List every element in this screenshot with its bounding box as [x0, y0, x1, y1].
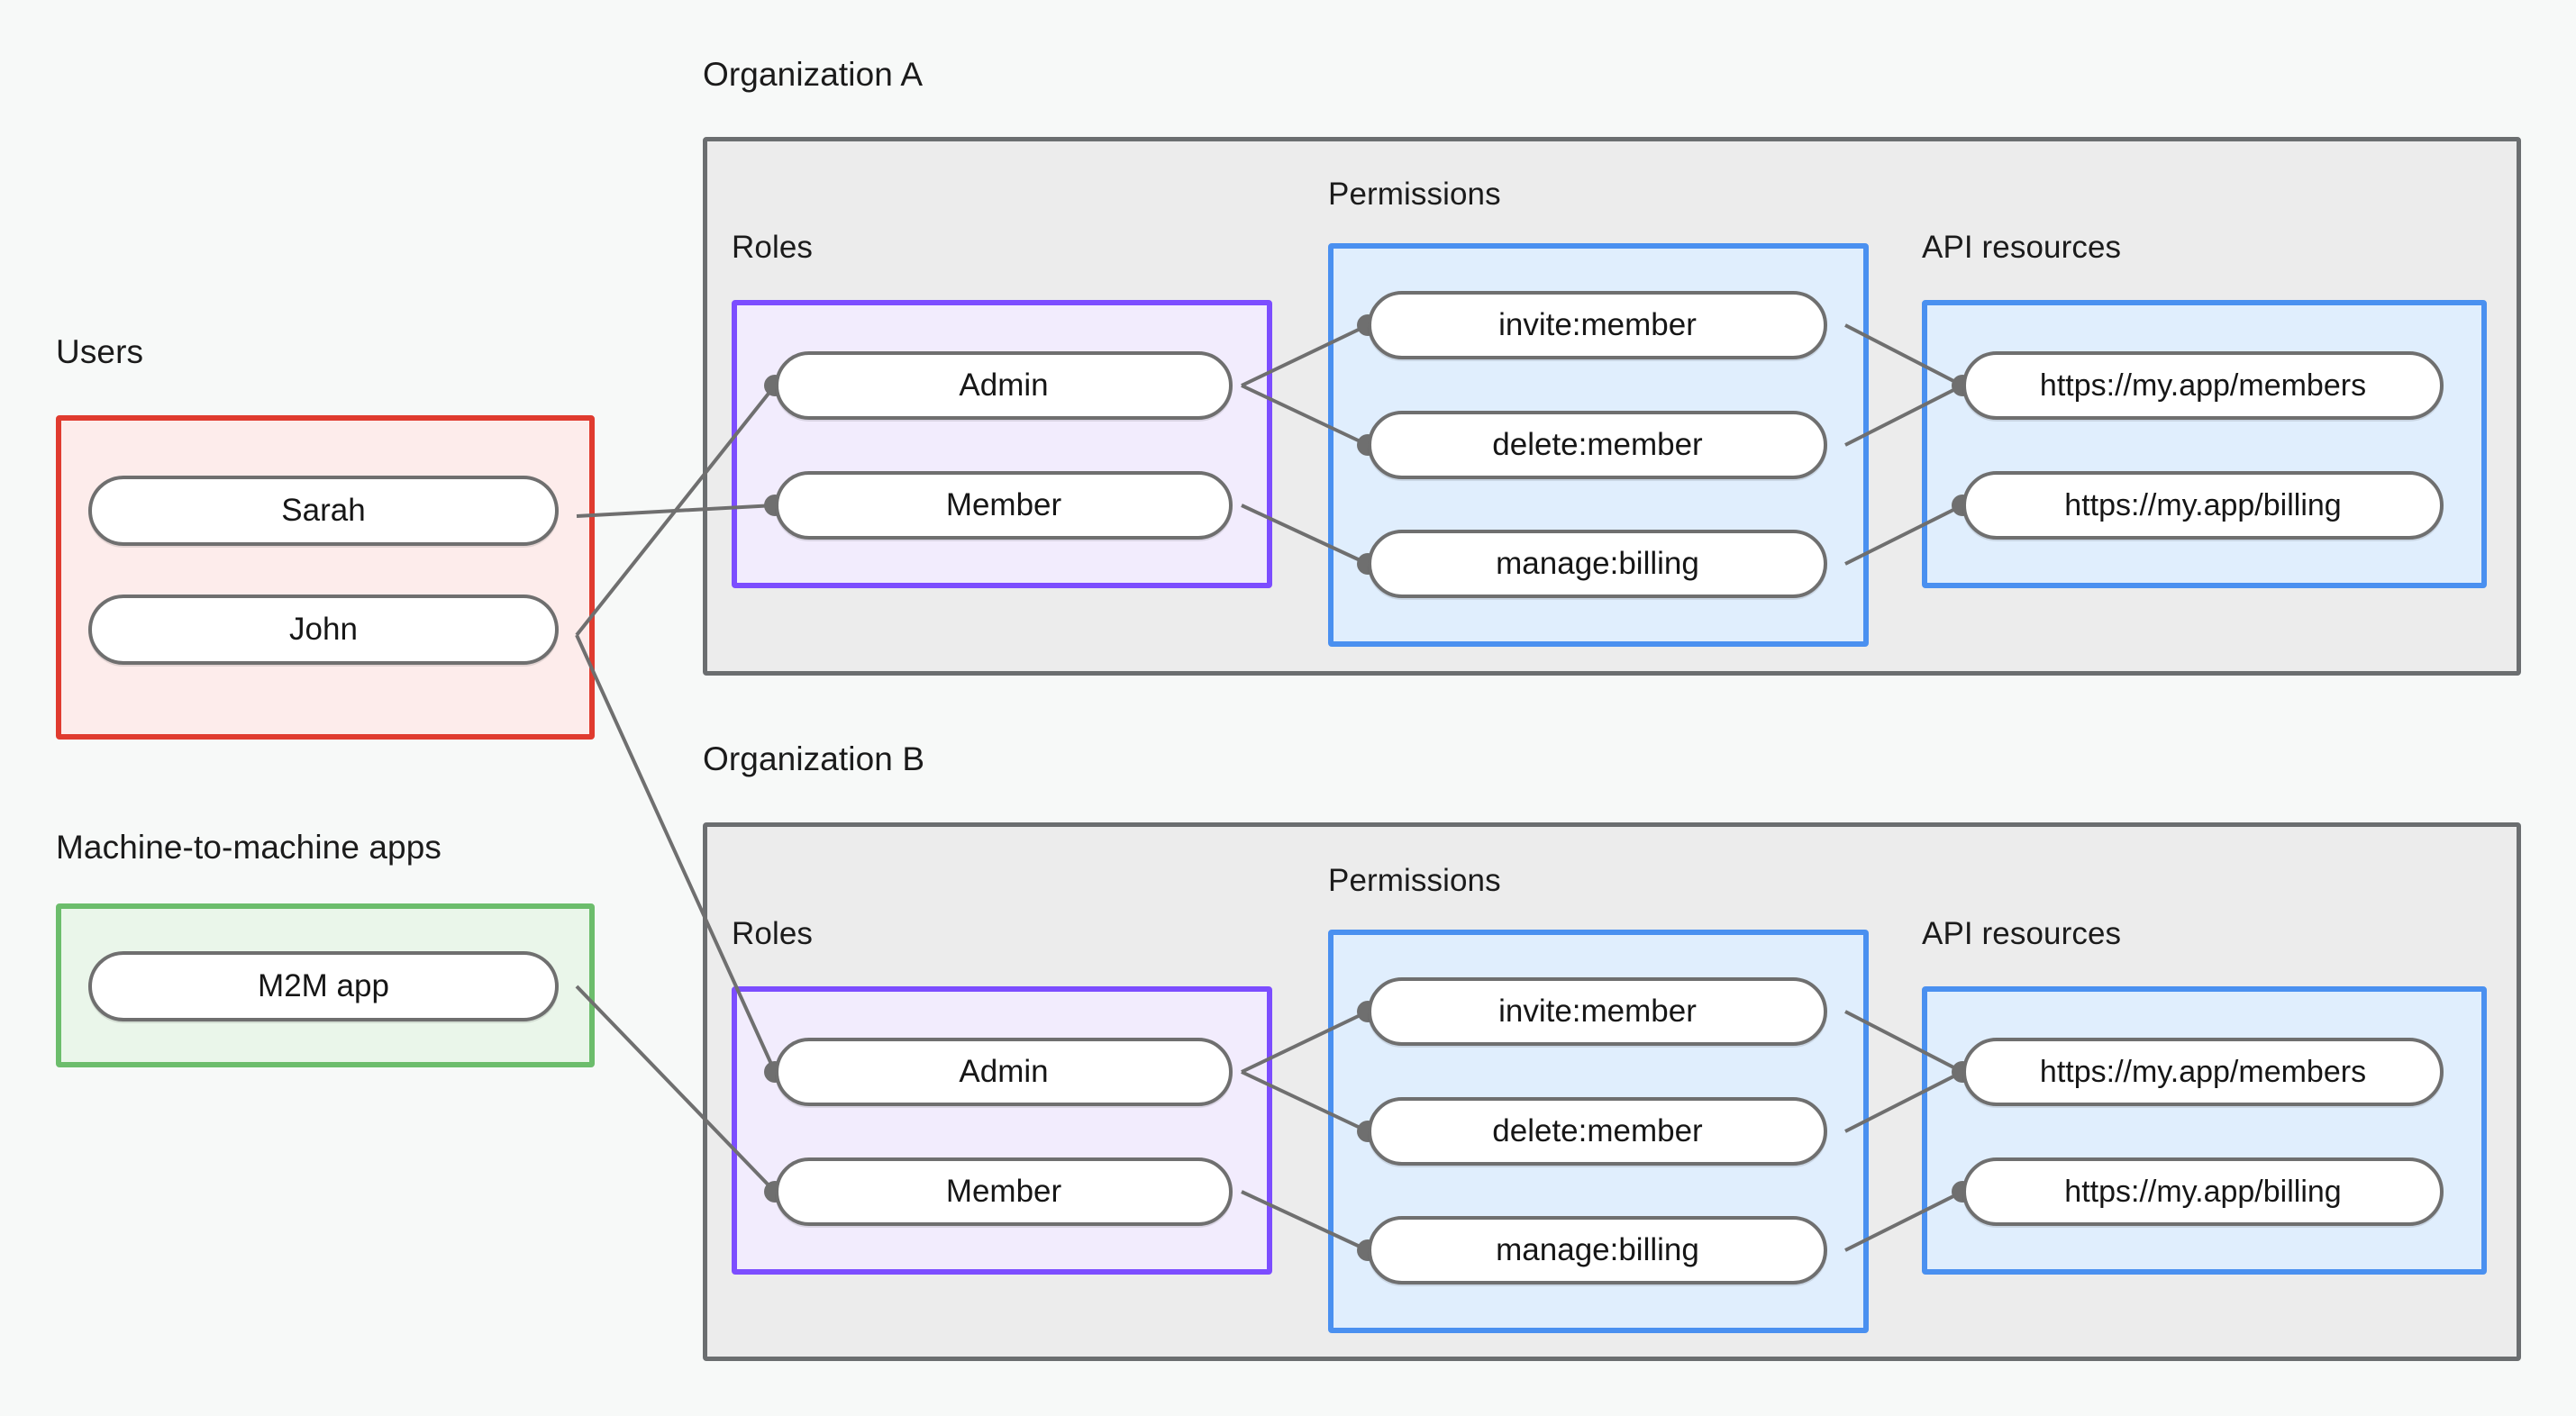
user-node-john[interactable]: John	[88, 595, 559, 665]
orgB-api-resources-label: API resources	[1922, 916, 2122, 951]
orgB-permission-delete-member[interactable]: delete:member	[1368, 1097, 1827, 1166]
orgA-permissions-label: Permissions	[1328, 177, 1501, 212]
orgB-api-resource-billing[interactable]: https://my.app/billing	[1962, 1157, 2444, 1226]
orgB-permissions-label: Permissions	[1328, 863, 1501, 898]
orgB-roles-box	[732, 986, 1272, 1275]
users-group-box	[56, 415, 595, 740]
users-group-label: Users	[56, 333, 144, 370]
orgB-permission-manage-billing[interactable]: manage:billing	[1368, 1216, 1827, 1284]
orgB-permission-invite-member[interactable]: invite:member	[1368, 977, 1827, 1046]
orgA-api-resources-box	[1922, 300, 2487, 588]
organization-b-label: Organization B	[703, 740, 925, 777]
orgA-permission-manage-billing[interactable]: manage:billing	[1368, 530, 1827, 598]
orgB-role-member[interactable]: Member	[775, 1157, 1233, 1226]
orgA-roles-box	[732, 300, 1272, 588]
user-node-sarah[interactable]: Sarah	[88, 476, 559, 546]
orgA-roles-label: Roles	[732, 230, 813, 265]
orgB-api-resources-box	[1922, 986, 2487, 1275]
orgA-role-member[interactable]: Member	[775, 471, 1233, 540]
m2m-group-label: Machine-to-machine apps	[56, 829, 442, 866]
orgA-role-admin[interactable]: Admin	[775, 351, 1233, 420]
orgB-role-admin[interactable]: Admin	[775, 1038, 1233, 1106]
orgA-permission-invite-member[interactable]: invite:member	[1368, 291, 1827, 359]
organization-a-label: Organization A	[703, 56, 924, 93]
orgA-api-resource-members[interactable]: https://my.app/members	[1962, 351, 2444, 420]
orgA-api-resources-label: API resources	[1922, 230, 2122, 265]
orgA-permission-delete-member[interactable]: delete:member	[1368, 411, 1827, 479]
m2m-node-app[interactable]: M2M app	[88, 951, 559, 1021]
orgA-api-resource-billing[interactable]: https://my.app/billing	[1962, 471, 2444, 540]
orgB-api-resource-members[interactable]: https://my.app/members	[1962, 1038, 2444, 1106]
orgB-roles-label: Roles	[732, 916, 813, 951]
